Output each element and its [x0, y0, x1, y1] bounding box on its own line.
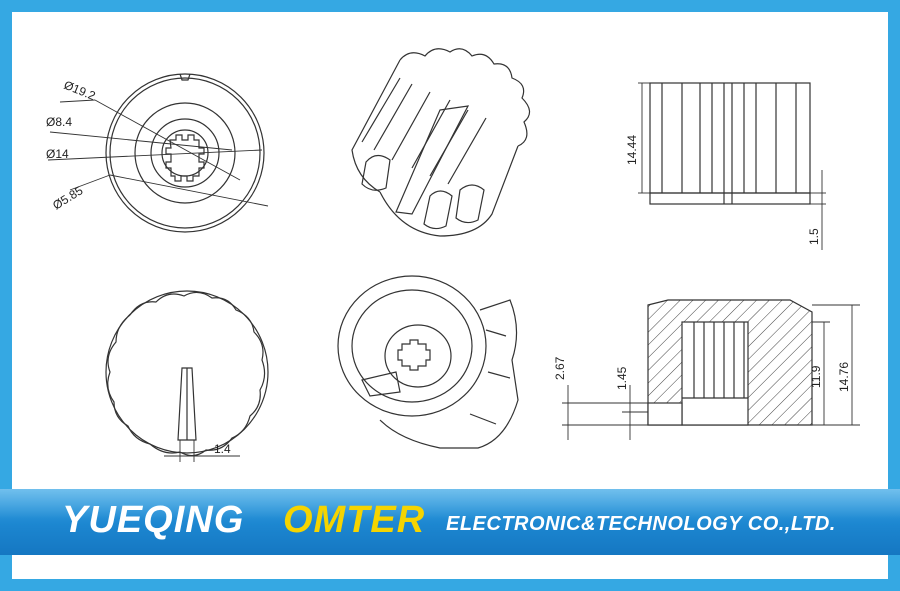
dim-h1-5: 1.5: [807, 228, 821, 245]
dim-h14-76: 14.76: [837, 362, 851, 392]
section-view-dims: [562, 304, 860, 440]
dim-d14: Ø14: [46, 147, 69, 161]
top-view-dims: [164, 440, 240, 462]
company-name-part2: OMTER: [283, 499, 426, 541]
dim-d5-85: Ø5.85: [50, 183, 85, 212]
dim-w1-4: 1.4: [214, 442, 231, 456]
section-view: [647, 299, 813, 426]
company-banner: [0, 489, 900, 555]
company-name-part3: ELECTRONIC&TECHNOLOGY CO.,LTD.: [446, 513, 836, 535]
isometric-knob-bottom: [337, 275, 519, 449]
dim-d19-2: Ø19.2: [62, 78, 98, 103]
dim-h14-44: 14.44: [625, 135, 639, 165]
dim-h11-9: 11.9: [809, 365, 823, 388]
front-view-leaders: [47, 99, 269, 207]
dim-h2-67: 2.67: [553, 356, 567, 380]
side-view: [649, 82, 811, 205]
front-view: [105, 73, 265, 233]
dim-d8-4: Ø8.4: [46, 115, 72, 129]
drawing-sheet: [12, 12, 888, 579]
isometric-knob-top: [351, 48, 531, 237]
top-view: [105, 290, 269, 457]
company-name-part1: YUEQING: [62, 499, 245, 541]
dim-h1-45: 1.45: [615, 366, 629, 390]
banner-shine: [0, 489, 900, 519]
side-view-dims: [638, 82, 826, 250]
